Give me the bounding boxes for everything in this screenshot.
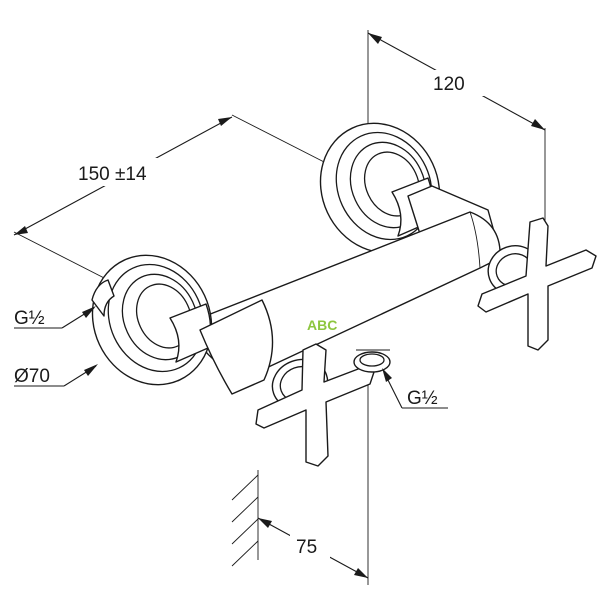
rosette-left [91,254,213,386]
dimension-width: 150 ±14 [13,116,233,236]
cross-handle-left [255,343,375,467]
rosette-diameter-label: Ø70 [14,366,50,387]
cross-handle-right [477,217,597,351]
leader-outlet-thread: G½ [382,368,448,409]
brand-label: ABC [307,317,337,333]
leader-rosette-diameter: Ø70 [14,364,98,387]
outlet-offset-label: 75 [296,537,317,558]
leader-inlet-thread: G½ [14,306,96,329]
extension-lines [13,30,546,585]
width-label: 150 ±14 [78,164,147,185]
depth-label: 120 [433,74,465,95]
dimension-depth: 120 [367,32,546,131]
outlet-bottom [353,349,391,373]
inlet-stub-left [91,279,115,317]
dimension-outlet-offset: 75 [257,517,369,579]
outlet-thread-label: G½ [407,388,438,409]
wall-hatching [231,470,259,567]
inlet-thread-label: G½ [14,308,45,329]
